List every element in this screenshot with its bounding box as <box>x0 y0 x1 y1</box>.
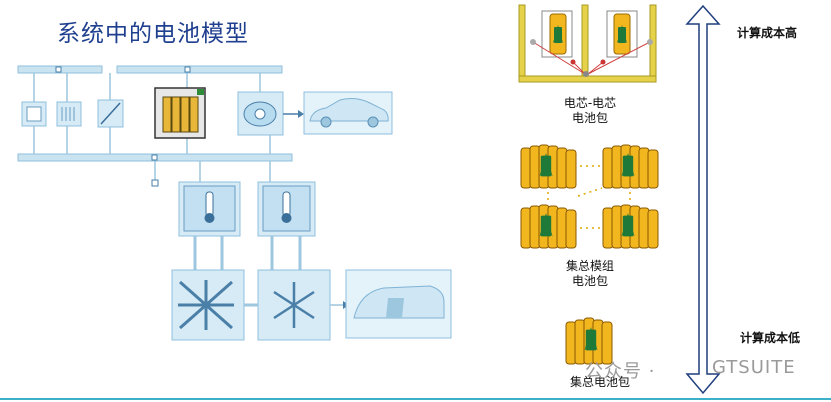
lumped-module-pack-icon <box>520 144 659 249</box>
watermark-prefix: 公众号 · <box>585 361 656 382</box>
computational-cost-arrow <box>685 4 721 395</box>
lumped-pack-icon <box>565 317 613 365</box>
system-schematic <box>17 65 452 341</box>
watermark-brand: GTSUITE <box>712 357 796 378</box>
cell-to-cell-label: 电芯-电芯 电池包 <box>563 96 617 125</box>
lumped-module-label: 集总模组 电池包 <box>565 259 614 288</box>
page-title: 系统中的电池模型 <box>57 21 249 47</box>
cost-low-label: 计算成本低 <box>740 331 801 345</box>
bottom-accent-line <box>0 398 831 400</box>
lumped-pack-label: 集总电池包 <box>569 375 630 389</box>
cell-to-cell-pack-icon <box>518 4 657 83</box>
cost-high-label: 计算成本高 <box>737 26 798 40</box>
